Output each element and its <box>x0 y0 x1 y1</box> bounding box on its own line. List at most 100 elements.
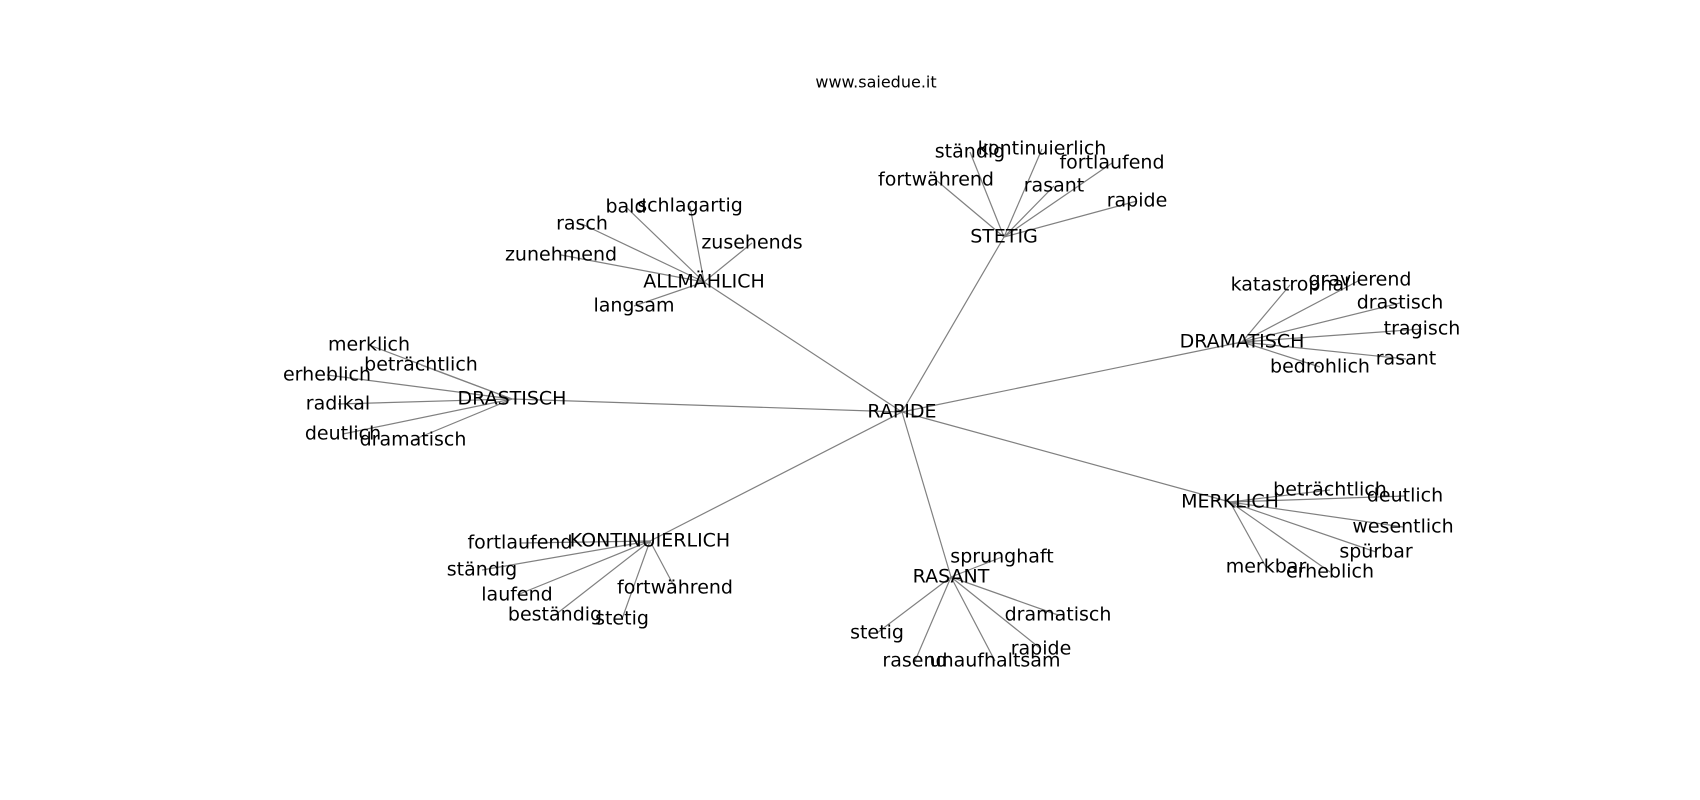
edge-hub-4-leaf-5 <box>1229 501 1331 573</box>
leaf-node-label: merklich <box>328 334 410 356</box>
leaf-node-label: fortwährend <box>617 577 733 599</box>
leaf-node-label: fortwährend <box>878 169 994 191</box>
leaf-node-label: rasant <box>1376 348 1437 370</box>
edge-hub-0-leaf-5 <box>633 281 705 307</box>
edge-hub-2-leaf-5 <box>1241 341 1321 368</box>
edge-hub-2-leaf-2 <box>1241 302 1401 343</box>
leaf-node-label: zusehends <box>701 232 802 254</box>
edge-hub-1-leaf-4 <box>1003 185 1055 238</box>
hub-node-label: STETIG <box>970 226 1038 248</box>
leaf-node-label: drastisch <box>1357 292 1444 314</box>
edge-hub-0-leaf-0 <box>625 206 705 283</box>
leaf-node-label: merkbar <box>1226 556 1307 578</box>
edge-hub-5-leaf-4 <box>621 540 651 620</box>
leaf-node-label: bedrohlich <box>1270 356 1370 378</box>
edge-hub-1-leaf-5 <box>1003 200 1138 238</box>
hub-node-label: KONTINUIERLICH <box>570 530 730 552</box>
edge-hub-3-leaf-3 <box>337 398 513 405</box>
edge-hub-6-leaf-5 <box>950 576 1042 650</box>
leaf-node-label: beträchtlich <box>364 354 478 376</box>
edge-hub-6-leaf-1 <box>950 576 1059 616</box>
leaf-node-label: kontinuierlich <box>978 138 1107 160</box>
leaf-node-label: zunehmend <box>505 244 617 266</box>
edge-hub-1-leaf-2 <box>1003 162 1113 238</box>
edge-center-to-hub-1 <box>901 236 1005 413</box>
edge-hub-6-leaf-3 <box>914 576 952 662</box>
label-layer: RAPIDEALLMÄHLICHbaldschlagartigraschzuse… <box>283 138 1460 672</box>
leaf-node-label: rapide <box>1011 638 1072 660</box>
leaf-node-label: erheblich <box>283 364 371 386</box>
edge-hub-2-leaf-1 <box>1241 279 1361 343</box>
edge-hub-0-leaf-2 <box>581 223 705 283</box>
watermark: www.saiedue.it <box>815 73 936 92</box>
edge-hub-2-leaf-0 <box>1241 284 1291 343</box>
edge-hub-5-leaf-1 <box>481 540 651 571</box>
leaf-node-label: rasch <box>556 213 608 235</box>
leaf-node-label: gravierend <box>1309 269 1412 291</box>
leaf-node-label: schlagartig <box>637 195 743 217</box>
edge-hub-2-leaf-4 <box>1241 341 1407 360</box>
edge-hub-4-leaf-1 <box>1229 495 1406 503</box>
edge-hub-6-leaf-2 <box>876 576 952 634</box>
leaf-node-label: radikal <box>306 393 370 415</box>
leaf-node-label: langsam <box>593 295 674 317</box>
edge-hub-1-leaf-1 <box>1003 148 1043 238</box>
edge-center-to-hub-0 <box>703 281 903 413</box>
edge-hub-4-leaf-4 <box>1229 501 1267 568</box>
hub-node-label: MERKLICH <box>1181 491 1279 513</box>
edge-hub-4-leaf-0 <box>1229 489 1331 503</box>
leaf-node-label: erheblich <box>1286 561 1374 583</box>
edge-center-to-hub-3 <box>511 398 903 413</box>
leaf-node-label: stetig <box>595 608 649 630</box>
leaf-node-label: deutlich <box>305 423 381 445</box>
hub-node-label: DRAMATISCH <box>1180 331 1305 353</box>
edge-hub-3-leaf-2 <box>326 374 513 400</box>
hub-node-label: DRASTISCH <box>458 388 567 410</box>
edge-hub-2-leaf-3 <box>1241 328 1423 343</box>
leaf-node-label: spürbar <box>1339 541 1413 563</box>
leaf-node-label: sprunghaft <box>950 546 1053 568</box>
edge-center-to-hub-5 <box>649 411 903 542</box>
leaf-node-label: laufend <box>481 584 552 606</box>
edge-hub-0-leaf-1 <box>689 205 705 283</box>
edge-hub-4-leaf-2 <box>1229 501 1404 528</box>
leaf-node-label: ständig <box>935 141 1005 163</box>
edge-hub-3-leaf-5 <box>412 398 513 441</box>
edge-layer <box>326 148 1423 662</box>
leaf-node-label: dramatisch <box>1005 604 1112 626</box>
edge-hub-3-leaf-1 <box>420 364 513 400</box>
edge-center-to-hub-2 <box>901 341 1243 413</box>
edge-hub-5-leaf-5 <box>649 540 676 589</box>
leaf-node-label: beträchtlich <box>1273 479 1387 501</box>
edge-hub-5-leaf-2 <box>516 540 651 596</box>
edge-hub-1-leaf-3 <box>935 179 1005 238</box>
edge-center-to-hub-6 <box>901 411 952 578</box>
edge-hub-5-leaf-3 <box>554 540 651 616</box>
leaf-node-label: bald <box>605 196 646 218</box>
edge-hub-5-leaf-0 <box>519 540 651 544</box>
edge-hub-0-leaf-4 <box>560 254 705 283</box>
leaf-node-label: stetig <box>850 622 904 644</box>
leaf-node-label: fortlaufend <box>467 532 572 554</box>
leaf-node-label: dramatisch <box>360 429 467 451</box>
leaf-node-label: unaufhaltsam <box>930 650 1061 672</box>
hub-node-label: RASANT <box>913 566 990 588</box>
leaf-node-label: katastrophal <box>1231 274 1350 296</box>
center-node-label: RAPIDE <box>867 401 936 423</box>
edge-hub-0-leaf-3 <box>703 242 753 283</box>
edge-hub-1-leaf-0 <box>969 151 1005 238</box>
edge-center-to-hub-4 <box>901 411 1231 503</box>
leaf-node-label: fortlaufend <box>1059 152 1164 174</box>
leaf-node-label: rasend <box>882 650 947 672</box>
edge-hub-6-leaf-4 <box>950 576 996 662</box>
edge-hub-4-leaf-3 <box>1229 501 1377 553</box>
leaf-node-label: wesentlich <box>1352 516 1453 538</box>
leaf-node-label: rapide <box>1107 190 1168 212</box>
leaf-node-label: rasant <box>1024 175 1085 197</box>
leaf-node-label: tragisch <box>1384 318 1461 340</box>
leaf-node-label: beständig <box>508 604 602 626</box>
leaf-node-label: ständig <box>447 559 517 581</box>
leaf-node-label: deutlich <box>1367 485 1443 507</box>
edge-hub-3-leaf-4 <box>342 398 513 435</box>
